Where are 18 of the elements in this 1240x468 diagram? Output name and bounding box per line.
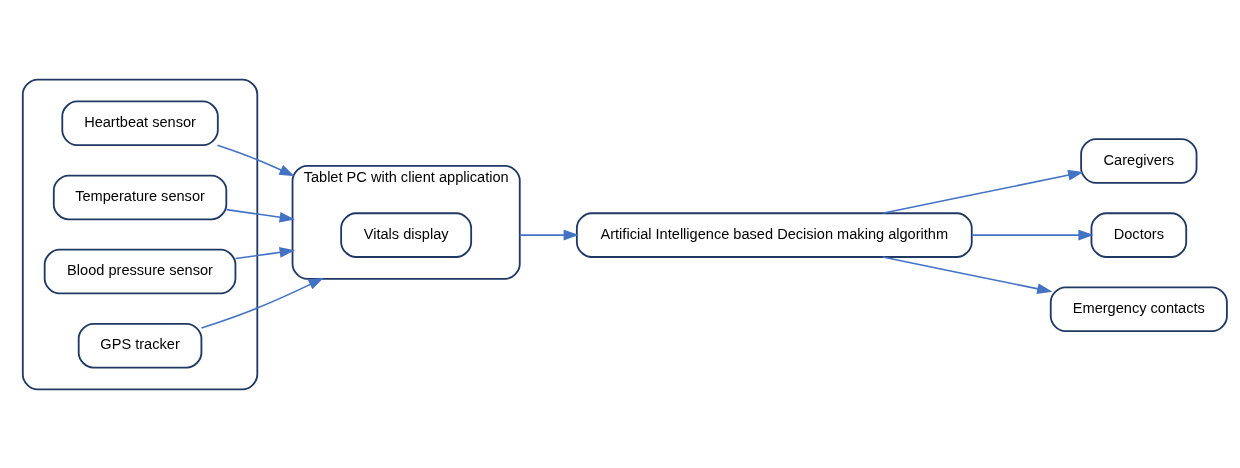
node-box: Emergency contacts — [1049, 285, 1228, 332]
arrow — [881, 255, 1053, 294]
cluster — [21, 78, 259, 390]
node-box: Temperature sensor — [52, 174, 228, 220]
node-box: Vitals display — [340, 211, 473, 258]
node-box: GPS tracker — [77, 322, 203, 368]
node-box: Artificial Intelligence based Decision making algorithm — [575, 211, 973, 258]
arrow — [200, 277, 324, 329]
arrow — [971, 229, 1094, 240]
node-box: Doctors — [1090, 211, 1188, 258]
node-box: Blood pressure sensor — [43, 248, 237, 294]
arrow — [881, 169, 1084, 214]
arrow — [518, 229, 579, 240]
arrow — [225, 208, 295, 223]
arrow — [234, 246, 295, 259]
arrow — [216, 143, 295, 176]
node-box: Heartbeat sensor — [61, 100, 219, 146]
node-box: Caregivers — [1080, 137, 1198, 184]
